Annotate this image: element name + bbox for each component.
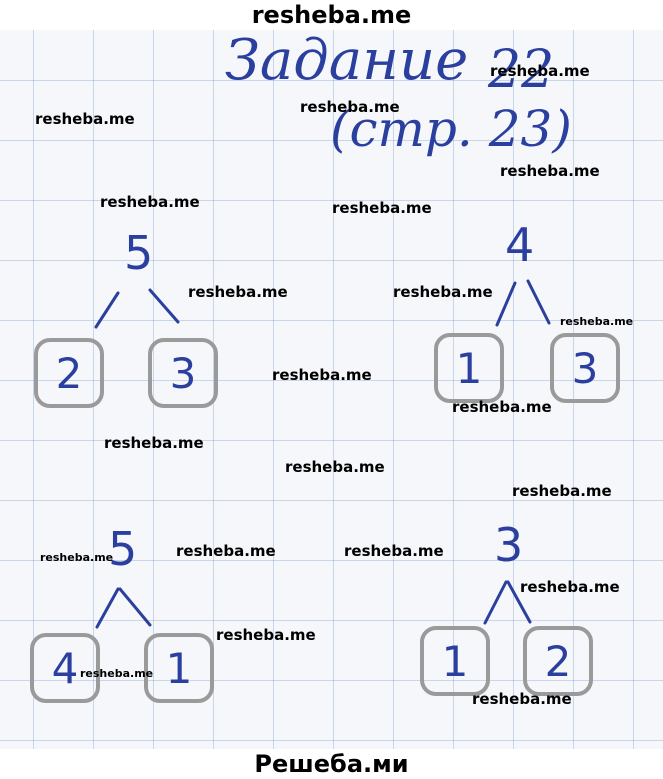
tree2-top-number: 4	[505, 218, 535, 272]
watermark: resheba.me	[393, 283, 493, 301]
watermark: resheba.me	[300, 98, 400, 116]
tree1-left-branch	[94, 291, 120, 329]
watermark: resheba.me	[176, 542, 276, 560]
watermark: resheba.me	[104, 434, 204, 452]
task-number: 22	[488, 40, 555, 100]
watermark: resheba.me	[285, 458, 385, 476]
tree4-right-branch	[506, 580, 532, 624]
watermark: resheba.me	[80, 667, 154, 680]
task-page: (стр. 23)	[330, 100, 572, 158]
tree3-left-box: 4	[30, 633, 100, 703]
watermark: resheba.me	[500, 162, 600, 180]
tree4-left-box: 1	[420, 626, 490, 696]
watermark: resheba.me	[512, 482, 612, 500]
watermark: resheba.me	[520, 578, 620, 596]
task-title: Задание	[225, 28, 469, 93]
footer-brand: Решеба.ми	[0, 749, 663, 779]
watermark: resheba.me	[490, 62, 590, 80]
header-brand: resheba.me	[0, 0, 663, 30]
watermark: resheba.me	[472, 690, 572, 708]
watermark: resheba.me	[100, 193, 200, 211]
tree1-left-box: 2	[34, 338, 104, 408]
tree1-right-branch	[148, 288, 180, 324]
watermark: resheba.me	[188, 283, 288, 301]
tree4-top-number: 3	[494, 518, 524, 572]
tree4-left-branch	[483, 580, 508, 625]
tree2-right-box: 3	[550, 333, 620, 403]
watermark: resheba.me	[344, 542, 444, 560]
tree3-top-number: 5	[108, 522, 138, 576]
tree3-left-branch	[95, 587, 120, 629]
tree1-right-box: 3	[148, 338, 218, 408]
watermark: resheba.me	[216, 626, 316, 644]
tree3-right-box: 1	[144, 633, 214, 703]
watermark: resheba.me	[560, 315, 634, 328]
tree3-right-branch	[118, 587, 152, 627]
watermark: resheba.me	[272, 366, 372, 384]
watermark: resheba.me	[35, 110, 135, 128]
tree2-right-branch	[526, 279, 551, 325]
tree4-right-box: 2	[523, 626, 593, 696]
watermark: resheba.me	[452, 398, 552, 416]
tree2-left-branch	[495, 281, 517, 327]
watermark: resheba.me	[40, 551, 114, 564]
tree1-top-number: 5	[124, 226, 154, 280]
watermark: resheba.me	[332, 199, 432, 217]
tree2-left-box: 1	[434, 333, 504, 403]
